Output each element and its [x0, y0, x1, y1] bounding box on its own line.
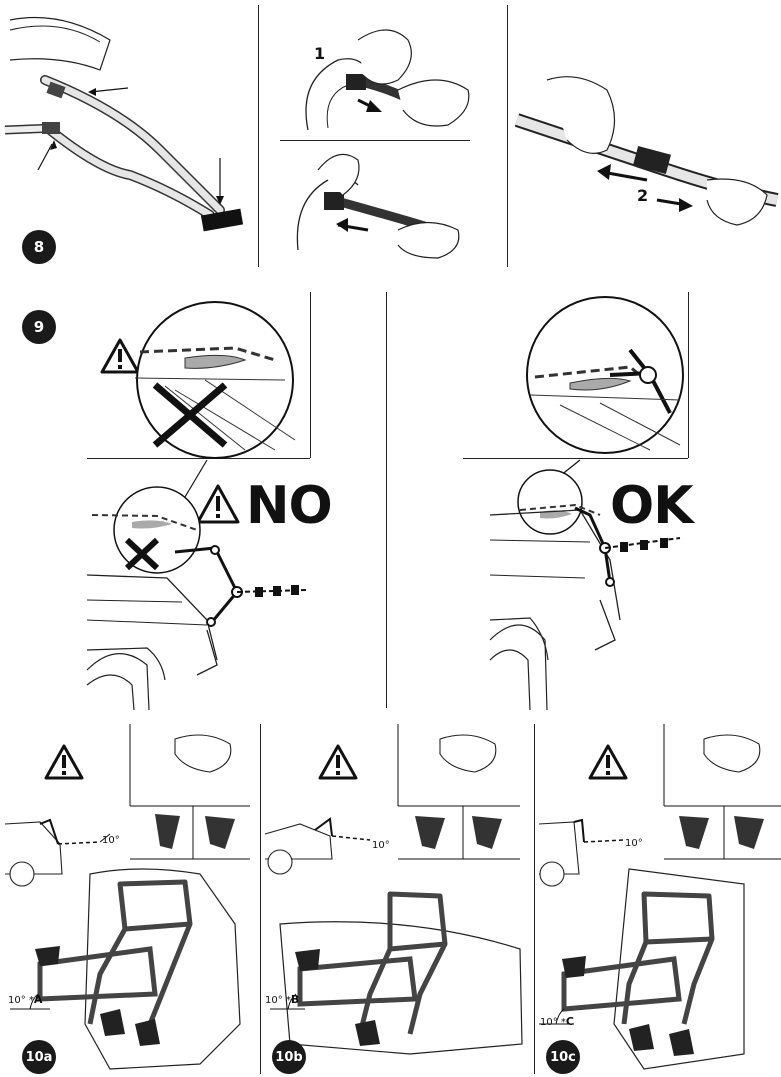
- step-10a-angle-letter: A: [33, 993, 43, 1006]
- step-10c-badge: 10c: [546, 1040, 580, 1074]
- step-10a-mini-angle: 10°: [102, 835, 120, 846]
- step-10b-illustration: [264, 724, 523, 1055]
- divider-9-inset-right-bottom: [463, 458, 688, 459]
- step-10a-badge: 10a: [22, 1040, 56, 1074]
- divider-8a: [258, 5, 259, 267]
- step-8-panel2-illustration: [296, 29, 470, 259]
- step-10b-angle: 10° *B: [265, 993, 300, 1006]
- step-10b-mini-angle: 10°: [372, 840, 390, 851]
- divider-10b: [534, 724, 535, 1074]
- step-9-no-label: NO: [246, 476, 333, 536]
- step-8-panel1-illustration: [4, 16, 244, 232]
- warning-triangle-icon: [100, 338, 140, 374]
- step-10a-angle: 10° *A: [8, 993, 43, 1006]
- step-10b-angle-letter: B: [290, 993, 300, 1006]
- step-10b-angle-value: 10°: [265, 995, 283, 1006]
- warning-triangle-icon: [44, 744, 84, 780]
- divider-9-inset-left: [310, 292, 311, 458]
- step-9-wrong-detail-circle: [134, 301, 296, 459]
- step-10c-angle-value: 10°: [540, 1017, 558, 1028]
- step-8-badge: 8: [22, 230, 56, 264]
- step-10c-mini-angle: 10°: [625, 838, 643, 849]
- step-10b-badge: 10b: [272, 1040, 306, 1074]
- step-9-right-car-illustration: [489, 459, 681, 711]
- step-9-ok-label: OK: [610, 476, 693, 536]
- step-9-badge: 9: [22, 310, 56, 344]
- divider-10a: [260, 724, 261, 1074]
- step-9-wrong-car-illustration: [86, 459, 308, 711]
- warning-triangle-icon: [196, 484, 240, 524]
- divider-8b: [507, 5, 508, 267]
- step-9-right-detail-circle: [526, 296, 684, 454]
- divider-9-inset-left-bottom: [87, 458, 310, 459]
- divider-8-mid: [280, 140, 470, 141]
- warning-triangle-icon: [318, 744, 358, 780]
- step-10c-angle: 10° *C: [540, 1015, 574, 1028]
- step-10c-illustration: [538, 724, 781, 1070]
- step-8-label-1: 1: [314, 44, 326, 63]
- step-8-label-2: 2: [637, 186, 649, 205]
- step-10a-illustration: [4, 724, 250, 1070]
- divider-9: [386, 292, 387, 708]
- warning-triangle-icon: [588, 744, 628, 780]
- divider-9-inset-right: [688, 292, 689, 458]
- step-10c-angle-letter: C: [565, 1015, 574, 1028]
- step-8-panel3-illustration: [514, 76, 779, 226]
- step-10a-angle-value: 10°: [8, 995, 26, 1006]
- cross-mark-icon: [152, 382, 228, 448]
